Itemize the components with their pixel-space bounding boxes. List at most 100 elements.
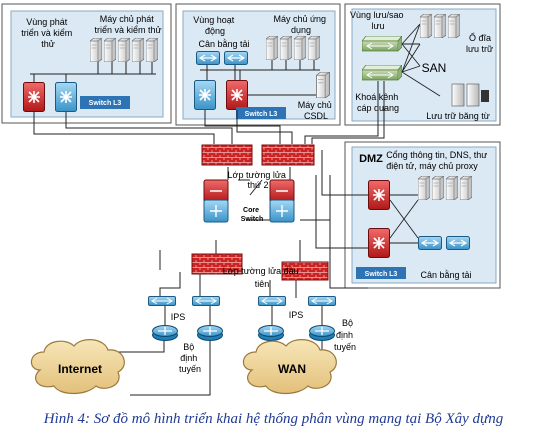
cloud-icon <box>30 339 125 395</box>
server-icon <box>294 36 306 60</box>
firewall-layer-2: Lớp tường lửa thứ 2 <box>201 144 315 190</box>
server-icon <box>460 176 472 200</box>
router-right-label: Bộ định tuyến <box>334 318 356 352</box>
ips-icon <box>192 296 220 306</box>
firewall1-label-line1: Lớp tường lửa đầu <box>223 266 299 276</box>
server-icon <box>280 36 292 60</box>
dev-servers-label-line1: Máy chủ phát <box>100 14 155 24</box>
ops-zone-title: Vùng hoạt động <box>193 15 237 36</box>
server-icon <box>266 36 278 60</box>
router-left-label: Bộ định tuyến <box>179 342 201 374</box>
storage-disk-label-line1: Ổ đĩa <box>469 32 491 43</box>
fiber-switch-icon <box>362 65 402 81</box>
ops-servers-label-line2: dụng <box>291 25 311 35</box>
wan-cloud: WAN <box>242 339 337 395</box>
server-icon <box>90 38 102 62</box>
ops-db-label-line1: Máy chủ <box>298 100 332 110</box>
dmz-switch-label: Switch L3 <box>365 271 398 278</box>
server-icon <box>146 38 158 62</box>
l3-switch-icon <box>226 80 248 110</box>
dmz-switch-badge <box>356 267 406 279</box>
firewall2-label-line2: thứ 2 <box>247 180 268 190</box>
dev-servers-label-line2: triển và kiểm thử <box>94 25 161 35</box>
load-balancer-icon <box>446 236 470 250</box>
disk-array-icon <box>434 14 446 38</box>
dmz-zone: DMZ Cổng thông tin, DNS, thư điện tử, má… <box>344 141 501 289</box>
dev-servers-label: Máy chủ phát triển và kiểm thử <box>94 14 161 35</box>
l3-switch-icon <box>368 228 390 258</box>
storage-tape-label: Lưu trữ băng từ <box>426 111 490 121</box>
dmz-title: DMZ <box>359 153 383 165</box>
core-switch-group: Core Switch <box>203 179 295 223</box>
storage-disk-label-line2: lưu trữ <box>466 44 493 54</box>
firewall-layer-1: Lớp tường lửa đầu tiên <box>191 253 329 289</box>
dmz-desc-line1: Cổng thông tin, DNS, thư <box>386 150 487 160</box>
dmz-desc: Cổng thông tin, DNS, thư điện tử, máy ch… <box>386 150 490 171</box>
router-left-label-line1: Bộ <box>183 342 194 352</box>
ops-zone-title-line2: động <box>205 26 225 36</box>
disk-array-icon <box>420 14 432 38</box>
dmz-lb-label: Cân bằng tải <box>420 270 471 280</box>
storage-fiber-label-line1: Khoá kênh <box>355 92 398 102</box>
switch-icon <box>194 80 216 110</box>
ips-icon <box>308 296 336 306</box>
figure-caption: Hình 4: Sơ đồ mô hình triển khai hệ thốn… <box>43 411 504 427</box>
router-left-label-line3: tuyến <box>179 364 201 374</box>
dev-zone-title: Vùng phát triển và kiểm thử <box>21 17 75 49</box>
dmz-desc-line2: điện tử, máy chủ proxy <box>386 161 478 171</box>
fiber-switch-icon <box>362 36 402 52</box>
storage-zone: Vùng lưu/sao lưu Khoá kênh cáp quang SAN… <box>344 3 501 126</box>
ops-lb-label: Cân bằng tải <box>198 39 249 49</box>
firewall-icon <box>201 144 253 166</box>
router-icon <box>152 325 178 341</box>
core-switch-label-line1: Core <box>243 207 259 214</box>
ips-icon <box>148 296 176 306</box>
server-icon <box>118 38 130 62</box>
firewall1-label-line2: tiên <box>255 279 270 289</box>
edge-left: IPS Bộ định tuyến <box>148 296 223 374</box>
ops-switch-badge <box>236 107 286 119</box>
core-switch-label-line2: Switch <box>241 216 264 223</box>
network-diagram: Vùng phát triển và kiểm thử Máy chủ phát… <box>1 3 501 396</box>
firewall2-label-line1: Lớp tường lửa <box>228 170 286 180</box>
wan-label: WAN <box>278 362 306 376</box>
server-icon <box>104 38 116 62</box>
firewall1-label: Lớp tường lửa đầu tiên <box>223 266 301 289</box>
dev-servers <box>90 38 158 62</box>
dev-switch-badge <box>80 96 130 109</box>
internet-label: Internet <box>58 362 102 376</box>
router-icon <box>309 325 335 341</box>
router-right-label-line1: Bộ <box>342 318 353 328</box>
disk-array-icon <box>448 14 460 38</box>
disk-array <box>420 14 460 38</box>
storage-disk-label: Ổ đĩa lưu trữ <box>466 32 494 54</box>
router-icon <box>258 325 284 341</box>
ips-icon <box>258 296 286 306</box>
firewall-icon <box>261 144 315 166</box>
core-switch-label: Core Switch <box>241 207 264 223</box>
ops-switch-label: Switch L3 <box>245 111 278 118</box>
internet-cloud: Internet <box>30 339 125 395</box>
router-icon <box>197 325 223 341</box>
load-balancer-icon <box>196 51 220 65</box>
database-server-icon <box>316 72 330 98</box>
firewall2-label: Lớp tường lửa thứ 2 <box>228 170 289 190</box>
l3-switch-icon <box>23 82 45 112</box>
server-icon <box>432 176 444 200</box>
dev-zone-title-line3: thử <box>41 39 55 49</box>
ops-servers-label-line1: Máy chủ ứng <box>273 14 326 24</box>
ops-zone: Vùng hoạt động Máy chủ ứng dụng Cân bằng… <box>175 3 341 126</box>
dev-switch-label: Switch L3 <box>89 100 122 107</box>
ips-left-label: IPS <box>171 312 186 322</box>
ips-right-label: IPS <box>289 310 304 320</box>
server-icon <box>418 176 430 200</box>
dev-zone-title-line1: Vùng phát <box>26 17 68 27</box>
server-icon <box>132 38 144 62</box>
ops-servers-label: Máy chủ ứng dụng <box>273 14 328 35</box>
storage-zone-title-line2: lưu <box>371 21 384 31</box>
storage-zone-title-line1: Vùng lưu/sao <box>350 10 404 20</box>
tape-library <box>451 83 489 107</box>
dev-zone-title-line2: triển và kiểm <box>21 28 72 38</box>
storage-zone-title: Vùng lưu/sao lưu <box>350 10 406 31</box>
dev-zone: Vùng phát triển và kiểm thử Máy chủ phát… <box>1 3 172 124</box>
